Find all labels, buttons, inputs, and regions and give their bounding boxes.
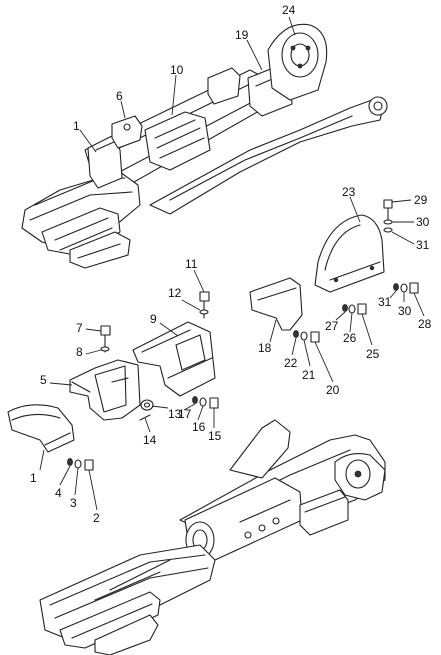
callout-30b: 30	[398, 304, 412, 318]
bracket-5-assembly	[69, 325, 141, 421]
cover-9-assembly	[132, 291, 219, 421]
callout-2: 2	[93, 511, 100, 525]
callout-8: 8	[76, 345, 83, 359]
callout-26: 26	[343, 331, 357, 345]
bottom-frame	[39, 419, 386, 655]
callout-1-bot: 1	[30, 471, 37, 485]
callout-29: 29	[414, 193, 428, 207]
callout-30a: 30	[416, 215, 430, 229]
callout-20: 20	[326, 383, 340, 397]
callout-16: 16	[192, 420, 206, 434]
callout-14: 14	[143, 433, 157, 447]
callout-18: 18	[258, 341, 272, 355]
callout-1-top: 1	[73, 119, 80, 133]
callout-12: 12	[168, 286, 182, 300]
callout-5: 5	[40, 373, 47, 387]
callout-10-top: 10	[170, 63, 184, 77]
callout-22: 22	[284, 356, 298, 370]
leader-lines	[39, 16, 425, 511]
callout-31b: 31	[378, 295, 392, 309]
top-frame-assembly	[21, 23, 388, 269]
cover-1-assembly	[7, 404, 94, 471]
callout-13: 13	[168, 407, 182, 421]
callout-11: 11	[185, 257, 198, 271]
callout-4: 4	[55, 486, 62, 500]
callout-9: 9	[150, 312, 157, 326]
cover-23-assembly	[314, 199, 419, 315]
callout-19-top: 19	[235, 28, 249, 42]
callout-7: 7	[76, 321, 83, 335]
callout-21: 21	[302, 368, 316, 382]
callout-23: 23	[342, 185, 356, 199]
callout-27: 27	[325, 319, 339, 333]
callout-labels: 24 19 10 6 1 23 29 30 31 31 30 28 27 26 …	[30, 3, 432, 525]
callout-17: 17	[178, 407, 192, 421]
callout-28: 28	[418, 317, 432, 331]
callout-24-top: 24	[282, 3, 296, 17]
cover-18-assembly	[249, 277, 320, 343]
callout-3: 3	[70, 496, 77, 510]
callout-25: 25	[366, 347, 380, 361]
callout-6-top: 6	[116, 89, 123, 103]
callout-31a: 31	[416, 238, 430, 252]
callout-15: 15	[208, 429, 222, 443]
